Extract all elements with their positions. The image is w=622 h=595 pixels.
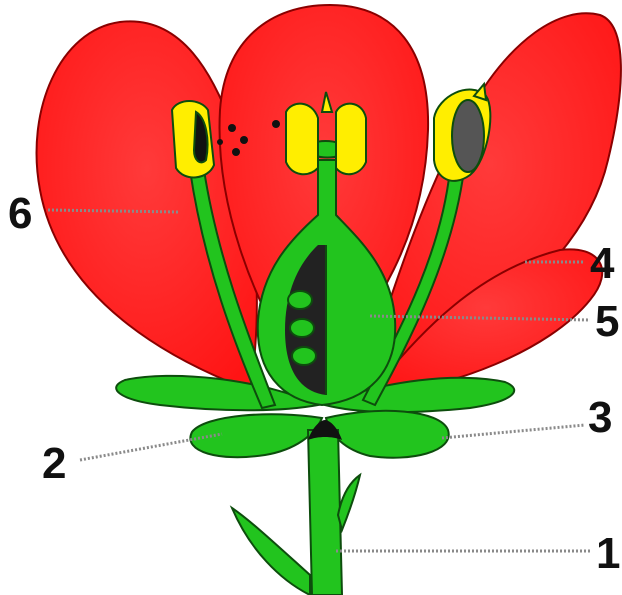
ovule — [292, 347, 316, 365]
label-5: 5 — [595, 297, 619, 346]
anther-center — [286, 104, 318, 175]
label-4: 4 — [590, 239, 615, 288]
ovule — [290, 319, 314, 337]
sepal-right-front — [326, 411, 449, 458]
pollen-grain — [217, 139, 223, 145]
label-6: 6 — [8, 189, 32, 238]
ovules — [288, 291, 316, 365]
ovule — [288, 291, 312, 309]
pollen-grain — [240, 136, 248, 144]
leaf-left — [232, 508, 310, 595]
stem — [308, 430, 342, 595]
petal-left — [37, 21, 257, 390]
pollen-grain — [228, 124, 236, 132]
pollen-grain — [272, 120, 280, 128]
label-1: 1 — [596, 529, 620, 578]
anther-right-pollen-sac — [452, 100, 484, 172]
leader-line-3 — [442, 425, 585, 438]
anther-center-right — [336, 104, 366, 175]
label-3: 3 — [588, 393, 612, 442]
leaf-right — [338, 475, 360, 530]
label-2: 2 — [42, 439, 66, 488]
pollen-grain — [232, 148, 240, 156]
